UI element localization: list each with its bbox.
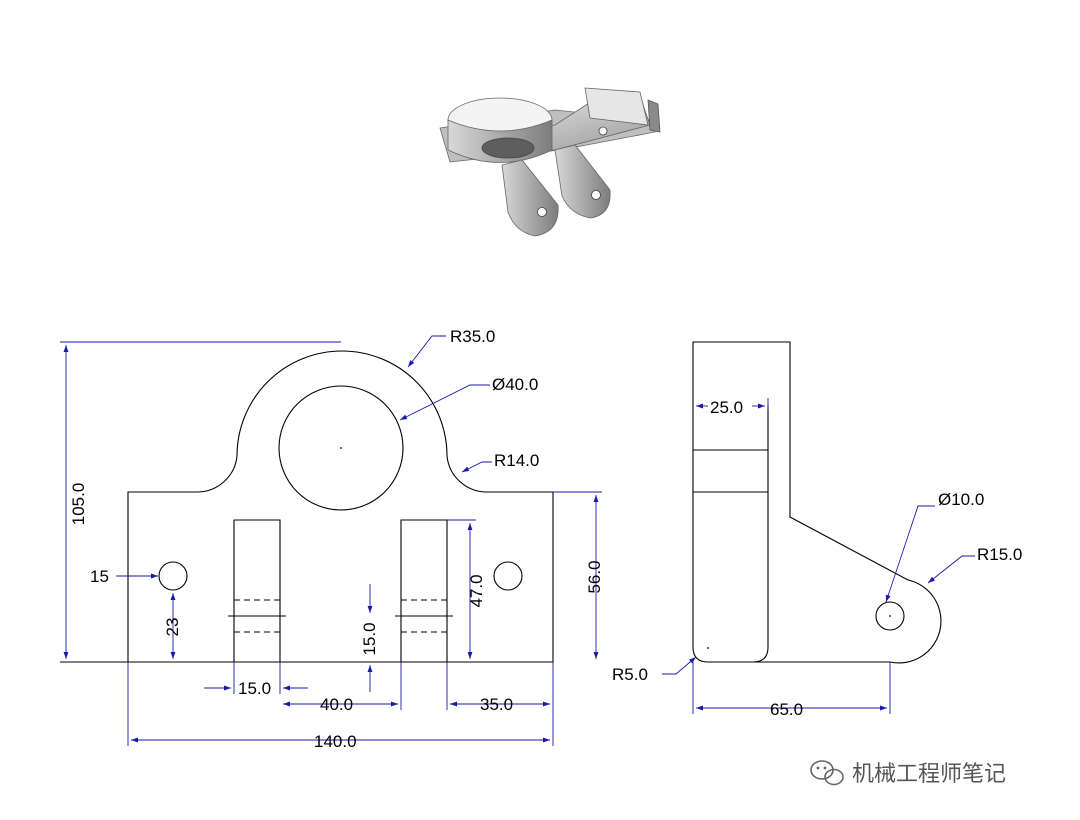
dim-bore: Ø40.0 — [492, 375, 538, 394]
dim-top-width: 25.0 — [710, 398, 743, 417]
dim-pin: Ø10.0 — [938, 490, 984, 509]
side-inner-line — [752, 405, 769, 663]
front-view: 105.0 R35.0 Ø40.0 R14.0 15 23 47.0 56.0 … — [60, 327, 604, 751]
dim-slot-width: 15.0 — [238, 679, 271, 698]
bore-center — [340, 447, 342, 449]
dim-slot-gap: 40.0 — [320, 695, 353, 714]
dim-lug: R15.0 — [977, 545, 1022, 564]
watermark-text: 机械工程师笔记 — [852, 762, 1006, 787]
front-hole-right — [493, 561, 523, 591]
dim-corner: R5.0 — [612, 665, 648, 684]
dim-slot-sub: 15.0 — [360, 622, 379, 655]
dim-height-total: 105.0 — [69, 483, 88, 526]
front-outline — [127, 350, 554, 663]
dim-width-total: 140.0 — [314, 732, 357, 751]
front-slot-left — [233, 519, 281, 662]
front-bore — [278, 385, 404, 511]
front-hole-left — [158, 561, 188, 591]
dim-hole-y: 23 — [163, 618, 182, 637]
wechat-icon — [810, 760, 844, 786]
dim-hole-x: 15 — [90, 567, 109, 586]
side-outline — [692, 341, 942, 664]
dim-length: 65.0 — [770, 700, 803, 719]
side-view: 25.0 Ø10.0 R15.0 R5.0 65.0 — [612, 341, 1022, 719]
dim-slot-depth: 47.0 — [467, 574, 486, 607]
front-slot-right — [400, 519, 448, 662]
watermark: 机械工程师笔记 — [810, 760, 1006, 787]
dim-r-top: R35.0 — [450, 327, 495, 346]
isometric-render — [439, 87, 661, 237]
side-pin-hole — [875, 601, 905, 631]
dim-right-offset: 35.0 — [480, 695, 513, 714]
dim-fillet: R14.0 — [494, 451, 539, 470]
dim-base-height: 56.0 — [585, 560, 604, 593]
